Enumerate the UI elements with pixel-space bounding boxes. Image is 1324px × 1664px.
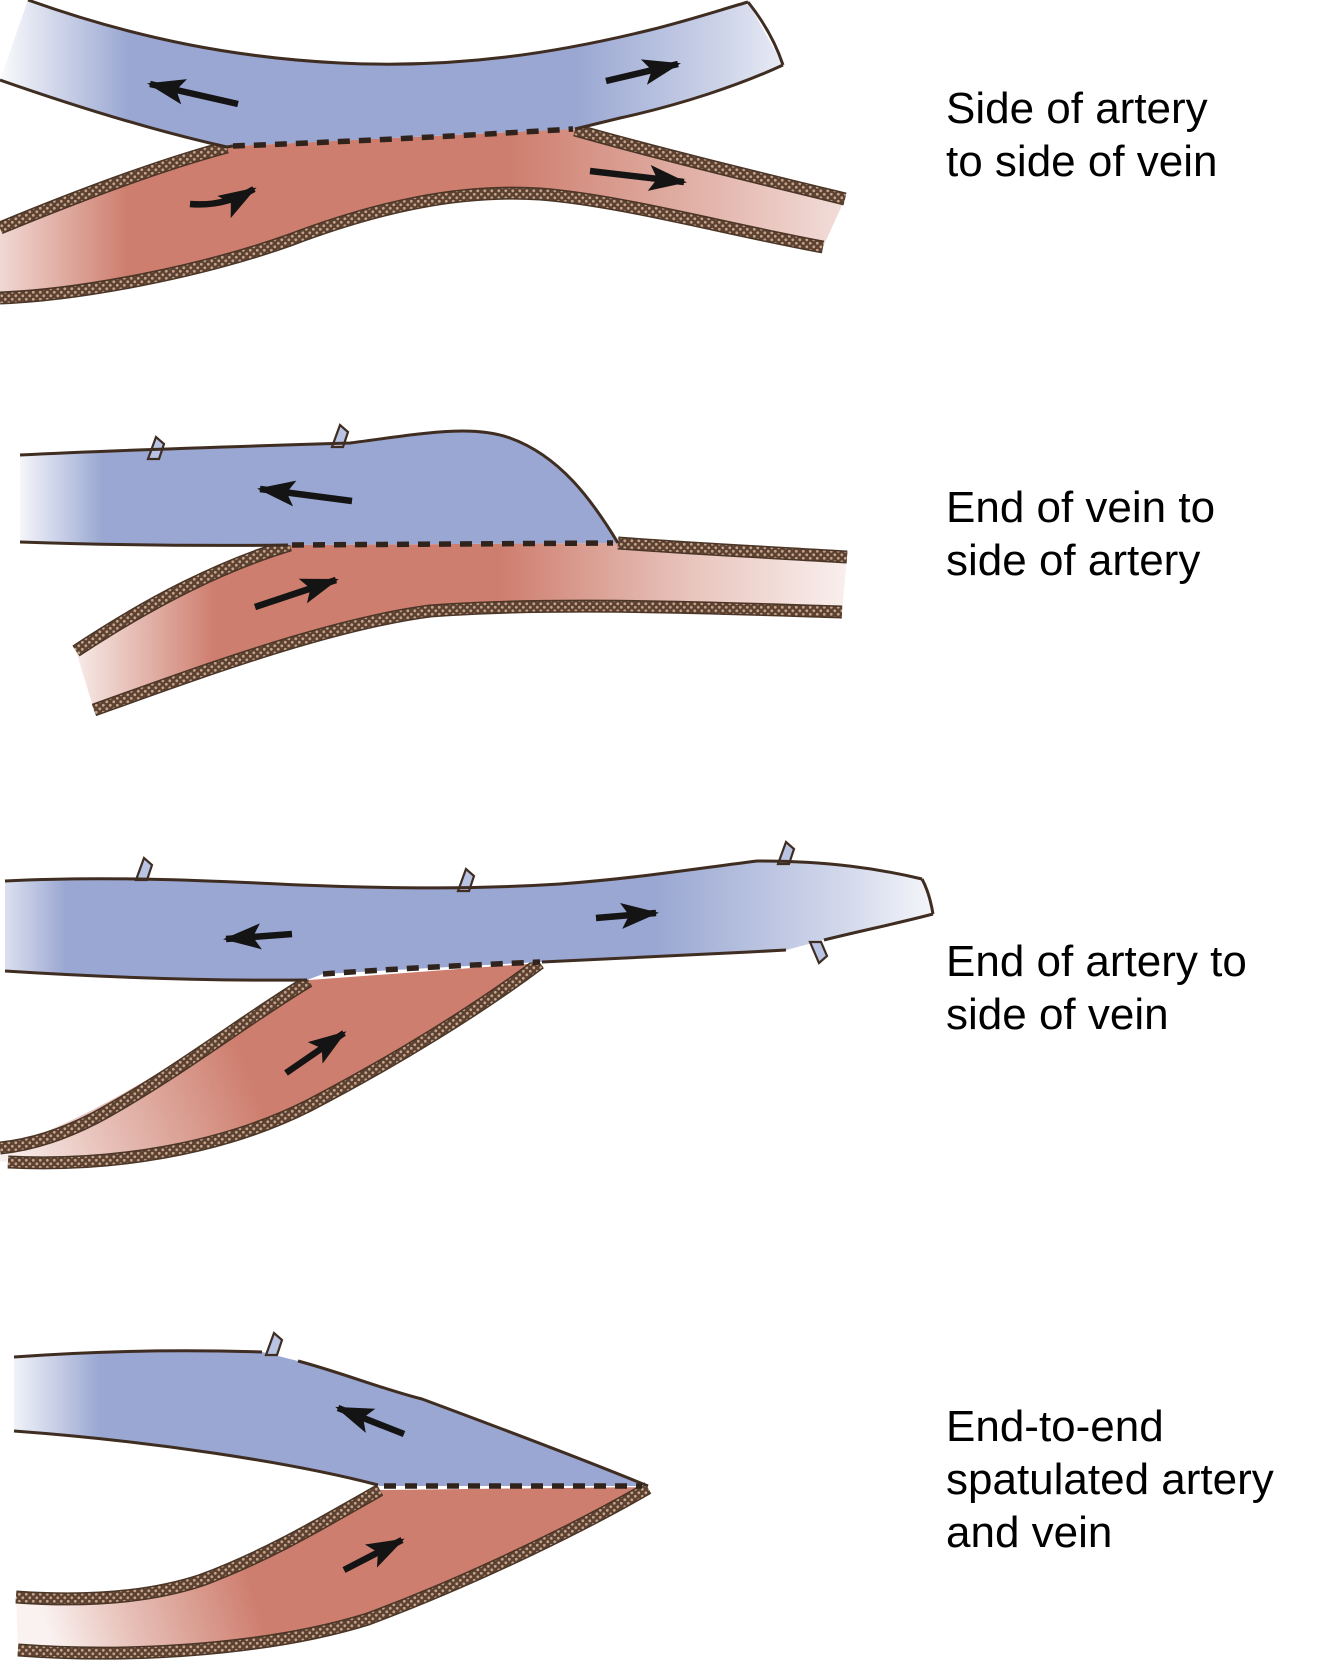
vein-branch-stub — [134, 856, 154, 882]
diagram-end-artery-to-side-vein — [0, 840, 935, 1170]
suture-dashed-line — [291, 540, 614, 548]
panel-label-end-vein-to-side-artery: End of vein to side of artery — [946, 481, 1215, 587]
vein-outline — [19, 429, 620, 547]
label-line: side of vein — [946, 990, 1169, 1039]
flow-arrow — [284, 1030, 347, 1076]
artery-body — [76, 543, 847, 710]
label-line: side of artery — [946, 536, 1201, 585]
artery-body — [16, 1487, 648, 1653]
vein-body — [14, 1350, 648, 1486]
vein-branch-stub — [808, 940, 829, 965]
vein-body — [5, 861, 933, 981]
diagram-end-vein-to-side-artery — [19, 423, 848, 717]
flow-arrow — [257, 480, 353, 507]
vein-body — [0, 0, 783, 147]
label-line: spatulated artery — [946, 1455, 1274, 1504]
flow-arrow — [342, 1537, 405, 1573]
artery-body — [0, 129, 845, 298]
label-line: and vein — [946, 1508, 1113, 1557]
vein-outline — [0, 0, 785, 149]
flow-arrow — [189, 186, 257, 219]
vein-outline — [4, 859, 935, 982]
label-line: to side of vein — [946, 137, 1218, 186]
label-line: End of vein to — [946, 483, 1216, 532]
vein-branch-stub — [456, 867, 476, 893]
artery-wall — [72, 536, 848, 717]
flow-arrow — [253, 576, 339, 611]
panel-label-end-to-end-spatulated: End-to-end spatulated artery and vein — [946, 1400, 1274, 1559]
diagram-end-to-end-spatulated — [13, 1331, 652, 1660]
flow-arrow — [147, 79, 239, 108]
flow-arrow — [605, 59, 681, 85]
label-line: Side of artery — [946, 84, 1208, 133]
panel-label-side-to-side: Side of artery to side of vein — [946, 82, 1218, 188]
flow-arrow — [335, 1404, 406, 1438]
artery-wall — [0, 123, 847, 305]
flow-arrow — [223, 923, 293, 950]
artery-body — [0, 963, 540, 1164]
suture-dashed-line — [232, 126, 574, 149]
flow-arrow — [589, 165, 687, 191]
label-line: End of artery to — [946, 937, 1247, 986]
vein-outline — [13, 1349, 649, 1488]
flow-arrow — [595, 902, 659, 929]
suture-dashed-line — [322, 959, 541, 977]
artery-wall — [0, 957, 544, 1170]
label-line: End-to-end — [946, 1402, 1164, 1451]
vein-branch-stub — [776, 840, 796, 866]
vein-body — [20, 431, 618, 546]
vein-branch-stub — [264, 1331, 284, 1357]
vein-branch-stub — [330, 423, 350, 449]
panel-label-end-artery-to-side-vein: End of artery to side of vein — [946, 935, 1247, 1041]
diagram-side-to-side — [0, 0, 847, 305]
artery-wall — [15, 1482, 652, 1660]
